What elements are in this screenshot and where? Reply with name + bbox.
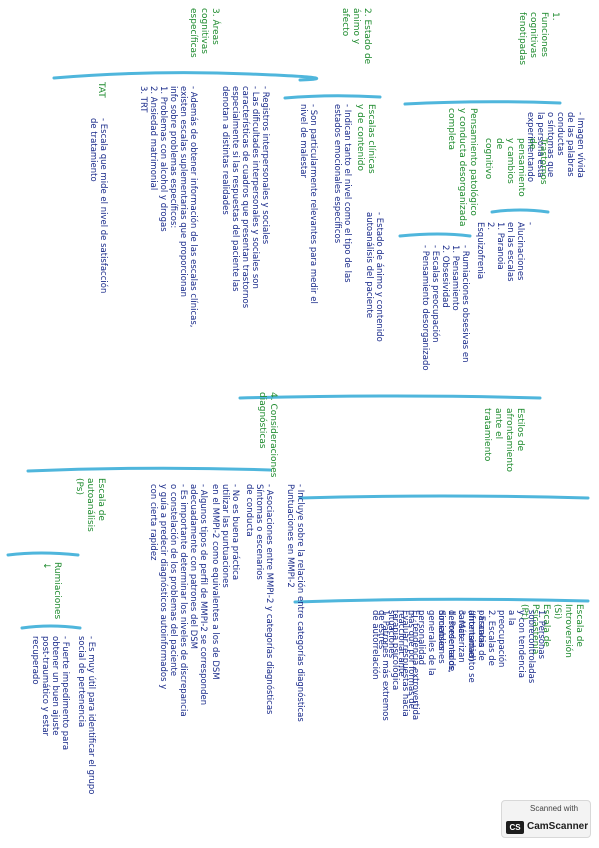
section-4-item3: - Algunos tipos de perfil de MMPI-2 se c… <box>188 484 208 706</box>
section-2-escalas: Escalas clínicas y de contenido <box>355 104 376 174</box>
bracket-8 <box>293 597 590 604</box>
camscanner-logo-icon: CS <box>506 821 524 834</box>
bracket-10 <box>6 551 80 557</box>
section-6-item1: - Es muy útil para identificar el grupo … <box>76 636 96 795</box>
bracket-7 <box>298 494 590 500</box>
section-3-ademas: - Además de obtener información de las e… <box>138 86 198 328</box>
section-3-title: 3. Áreas cognitivas específicas <box>188 8 220 58</box>
section-5-title: Estilos de afrontamiento ante el tratami… <box>482 408 525 472</box>
bracket-2 <box>283 94 382 100</box>
section-4-item5: - Incluye sobre la relación entre catego… <box>285 484 305 722</box>
section-4-item1: - Asociaciones entre MMPI-2 y categorías… <box>244 484 274 715</box>
bracket-1 <box>52 71 319 82</box>
section-4-item2: - No es buena práctica utilizar las punt… <box>210 484 240 680</box>
scanned-with-label: Scanned with <box>530 804 579 813</box>
bracket-9 <box>26 466 272 473</box>
section-2-son: - Son particularmente relevantes para me… <box>298 104 318 304</box>
section-2-indican: - Indican tanto el nivel como el tipo de… <box>332 104 352 283</box>
section-6-title: Escala de autoanálisis (Ps) <box>74 478 106 532</box>
camscanner-badge: Scanned with CS CamScanner <box>501 800 591 838</box>
bracket-6 <box>238 394 542 400</box>
bracket-4 <box>398 232 472 238</box>
section-6-item2: - Fuerte impedimento para obtener un bue… <box>30 636 70 751</box>
section-2-estado: - Estado de ánimo y contenido autoanális… <box>364 212 384 342</box>
section-1-title: 1. Funciones cognitivas fenotipadas <box>517 12 560 66</box>
section-1-rumiaciones: - Rumiaciones obsesivas en 1. Pensamient… <box>420 245 470 371</box>
section-3-test: TAT <box>96 82 106 98</box>
section-1-pensamiento: Pensamiento patológico y conducta desorg… <box>446 108 478 227</box>
section-5-ej: Ej. tendencia extrovertida Evaluar respu… <box>370 610 420 721</box>
bracket-3 <box>403 100 562 106</box>
section-3-escala: - Escala que mide el nivel de satisfacci… <box>88 118 108 294</box>
section-1-trastornos: Trastornos de pensamiento y cambios de c… <box>483 138 548 197</box>
section-6-rumiaciones: Rumiaciones ↓ <box>41 562 62 620</box>
bracket-5 <box>490 208 550 214</box>
section-2-title: 2. Estado de ánimo y afecto <box>340 8 372 65</box>
section-4-title: 4. Consideraciones diagnósticas <box>257 392 278 478</box>
section-3-registros: - Registros interpersonales y sociales -… <box>220 86 270 309</box>
bracket-11 <box>20 624 82 630</box>
section-4-item4: - Es importante determinar los niveles d… <box>148 484 188 717</box>
camscanner-brand: CamScanner <box>527 821 589 832</box>
section-1-alucinaciones: - Alucinaciones en las escalas 1. Parano… <box>475 222 535 282</box>
